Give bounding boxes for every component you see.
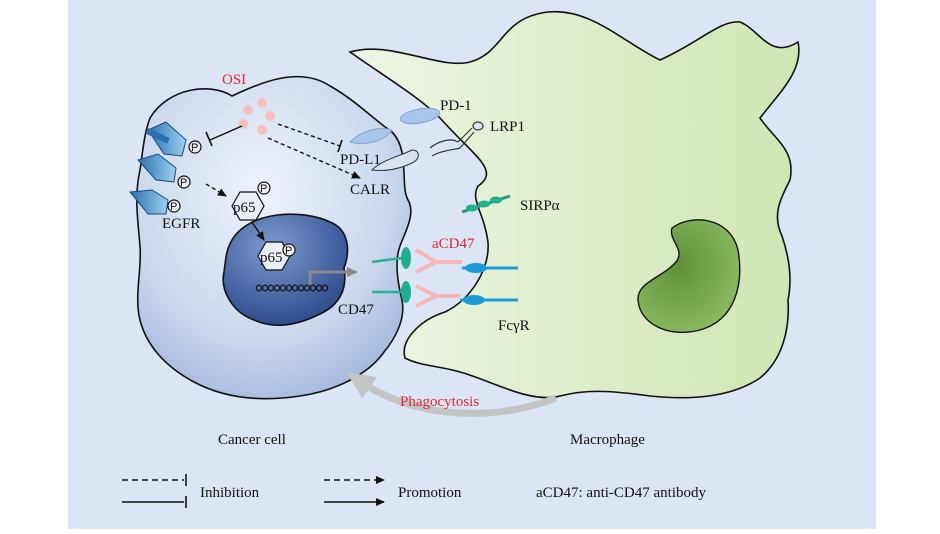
- phospho-icon: [257, 181, 271, 195]
- egfr-receptor-icon: P: [129, 189, 181, 215]
- calr-icon: [370, 149, 419, 171]
- sirpa-label: SIRPα: [520, 198, 560, 214]
- osi-label: OSI: [222, 72, 246, 88]
- macrophage-nucleus: [637, 219, 741, 334]
- egfr-label: EGFR: [162, 216, 200, 232]
- phospho-label: P: [191, 142, 198, 154]
- macrophage-label: Macrophage: [570, 432, 645, 448]
- inhibition-bar: [337, 139, 343, 153]
- cd47-receptor-icon: [371, 247, 411, 269]
- fcgr-receptor-icon: [462, 263, 518, 273]
- phagocytosis-arrow: [346, 372, 558, 417]
- fcgr-label: FcγR: [498, 318, 530, 334]
- fcgr-receptor-icon: [460, 295, 518, 305]
- phospho-label: P: [285, 245, 292, 257]
- phospho-icon: [177, 175, 191, 189]
- cancer-nucleus: [222, 213, 349, 326]
- legend: Inhibition Promotion aCD47: anti-CD47 an…: [122, 474, 706, 508]
- legend-promotion-label: Promotion: [398, 485, 462, 501]
- p65-hexagon-icon: [231, 191, 265, 221]
- phospho-label: P: [260, 183, 267, 195]
- osi-promotes-calr: [267, 137, 361, 179]
- osi-molecules: [238, 98, 275, 135]
- p65-translocation-arrow: [251, 221, 265, 241]
- phospho-icon: [167, 199, 181, 213]
- pd1-receptor-icon: [399, 107, 441, 125]
- pdl1-ligand-icon: [349, 128, 393, 144]
- lrp1-receptor-icon: [429, 121, 484, 157]
- sirpa-receptor-icon: [461, 194, 511, 214]
- phagocytosis-label: Phagocytosis: [400, 394, 479, 410]
- cancer-cell-label: Cancer cell: [218, 432, 286, 448]
- p65-nucleus-label: p65: [260, 250, 283, 266]
- phospho-icon: [188, 140, 202, 154]
- phospho-label: P: [180, 177, 187, 189]
- egfr-to-p65-arrow: [205, 183, 227, 197]
- inhibition-bar: [205, 131, 213, 147]
- cd47-receptor-icon: [372, 281, 411, 303]
- lrp1-label: LRP1: [490, 119, 525, 135]
- osi-inhibits-pdl1: [277, 123, 341, 147]
- legend-note: aCD47: anti-CD47 antibody: [536, 485, 706, 501]
- osi-inhibits-egfr: [209, 125, 243, 141]
- calr-label: CALR: [350, 182, 390, 198]
- pdl1-label: PD-L1: [340, 152, 381, 168]
- antibody-icon: [414, 248, 462, 274]
- antibody-icon: [415, 284, 460, 308]
- acd47-label: aCD47: [432, 236, 475, 252]
- transcription-arrow: [308, 267, 358, 284]
- cd47-label: CD47: [338, 302, 374, 318]
- egfr-receptor-icon: P: [137, 153, 191, 189]
- legend-inhibition-label: Inhibition: [200, 485, 260, 501]
- phospho-label: P: [170, 201, 177, 213]
- pd1-label: PD-1: [440, 98, 472, 114]
- p65-cytoplasm-label: p65: [233, 200, 256, 216]
- phospho-icon: [282, 243, 296, 257]
- dna-strand-2: [255, 284, 329, 292]
- egfr-receptor-icon: P: [145, 121, 202, 157]
